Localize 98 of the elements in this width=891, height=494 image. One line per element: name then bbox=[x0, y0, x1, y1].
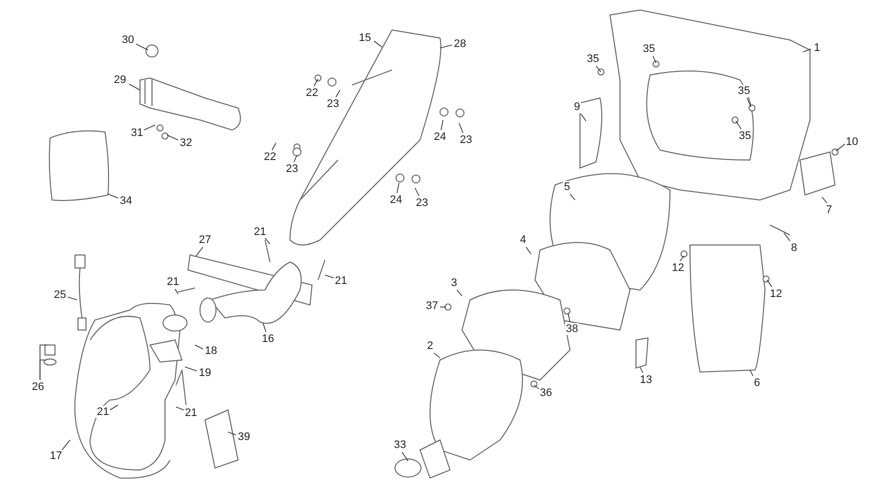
callout-number: 39 bbox=[236, 431, 252, 443]
callout-number: 29 bbox=[112, 74, 128, 86]
leader-line bbox=[458, 122, 464, 134]
leader-line bbox=[336, 90, 340, 98]
leader-line bbox=[652, 56, 656, 64]
callout-number: 16 bbox=[260, 333, 276, 345]
leader-line bbox=[434, 352, 440, 358]
leader-line bbox=[568, 312, 570, 322]
leader-line bbox=[262, 322, 266, 332]
leader-line bbox=[68, 296, 78, 300]
callout-number: 7 bbox=[824, 204, 834, 216]
callout-number: 21 bbox=[252, 226, 268, 238]
callout-number: 12 bbox=[768, 288, 784, 300]
callout-number: 8 bbox=[790, 242, 798, 254]
callout-number: 23 bbox=[458, 134, 474, 146]
leader-line bbox=[128, 84, 140, 90]
callout-number: 35 bbox=[586, 53, 600, 65]
leader-line bbox=[414, 188, 420, 196]
leader-line bbox=[822, 196, 828, 204]
callout-number: 13 bbox=[638, 374, 654, 386]
leader-line bbox=[534, 384, 540, 390]
leader-line bbox=[108, 194, 118, 198]
callout-number: 30 bbox=[120, 34, 136, 46]
callout-number: 2 bbox=[426, 340, 434, 352]
leader-line bbox=[440, 120, 444, 130]
callout-number: 22 bbox=[262, 151, 278, 163]
leader-line bbox=[784, 232, 790, 242]
callout-number: 23 bbox=[284, 163, 300, 175]
leader-line bbox=[62, 440, 70, 450]
callout-number: 19 bbox=[198, 367, 212, 379]
callout-number: 12 bbox=[670, 262, 686, 274]
leader-line bbox=[264, 238, 270, 244]
callout-number: 24 bbox=[432, 131, 448, 143]
callout-number: 5 bbox=[562, 181, 572, 193]
callout-number: 4 bbox=[518, 234, 528, 246]
callout-number: 32 bbox=[178, 137, 194, 149]
leader-line bbox=[272, 142, 276, 150]
leader-line bbox=[402, 452, 408, 462]
leader-line bbox=[40, 360, 46, 380]
callout-number: 3 bbox=[450, 277, 458, 289]
callout-number: 21 bbox=[184, 407, 198, 419]
callout-number: 18 bbox=[204, 345, 218, 357]
callout-number: 35 bbox=[738, 130, 752, 142]
callout-number: 9 bbox=[572, 101, 582, 113]
leader-line bbox=[144, 124, 156, 130]
leader-line bbox=[766, 280, 772, 288]
leader-line bbox=[580, 114, 586, 122]
leader-line bbox=[110, 404, 118, 410]
callout-number: 36 bbox=[538, 387, 554, 399]
leader-line bbox=[314, 78, 318, 86]
leader-line bbox=[440, 306, 446, 308]
callout-number: 28 bbox=[452, 38, 468, 50]
leader-line bbox=[174, 288, 178, 294]
leader-line bbox=[440, 44, 452, 48]
leader-line bbox=[194, 344, 204, 350]
leader-line bbox=[640, 366, 644, 374]
callout-number: 21 bbox=[334, 275, 348, 287]
leader-line bbox=[596, 66, 602, 72]
leader-line bbox=[136, 44, 148, 50]
callout-number: 38 bbox=[564, 323, 580, 335]
leader-line bbox=[184, 366, 198, 372]
leader-line bbox=[750, 370, 754, 376]
callout-number: 17 bbox=[48, 450, 64, 462]
leader-line bbox=[736, 120, 742, 130]
callout-number: 35 bbox=[642, 43, 656, 55]
leader-line bbox=[746, 98, 752, 108]
callout-number: 21 bbox=[166, 276, 180, 288]
leader-line bbox=[802, 48, 812, 52]
leader-line bbox=[374, 40, 382, 48]
leader-line bbox=[396, 182, 400, 194]
callout-number: 26 bbox=[30, 381, 46, 393]
leader-line bbox=[176, 406, 184, 410]
callout-number: 27 bbox=[198, 234, 212, 246]
callout-number: 15 bbox=[358, 32, 372, 44]
leader-line bbox=[836, 144, 846, 152]
callout-number: 34 bbox=[118, 195, 134, 207]
callout-number: 6 bbox=[752, 377, 762, 389]
leader-line bbox=[456, 290, 462, 296]
leader-line bbox=[294, 154, 298, 162]
callout-number: 24 bbox=[388, 194, 404, 206]
callout-number: 10 bbox=[844, 136, 860, 148]
leader-line bbox=[526, 246, 532, 254]
callout-number: 37 bbox=[424, 300, 440, 312]
callout-number: 33 bbox=[392, 439, 408, 451]
callout-number: 35 bbox=[736, 85, 752, 97]
callout-number: 23 bbox=[326, 98, 340, 110]
callout-number: 22 bbox=[304, 87, 320, 99]
callout-number: 25 bbox=[52, 289, 68, 301]
leader-line bbox=[166, 134, 178, 140]
callout-number: 1 bbox=[812, 42, 822, 54]
leader-line bbox=[324, 274, 334, 278]
callout-number: 31 bbox=[130, 127, 144, 139]
leader-line bbox=[570, 194, 576, 200]
callout-number: 23 bbox=[414, 197, 430, 209]
leader-line bbox=[228, 432, 236, 436]
leader-line bbox=[196, 246, 204, 256]
callout-number: 21 bbox=[96, 406, 110, 418]
leader-line bbox=[680, 256, 684, 262]
